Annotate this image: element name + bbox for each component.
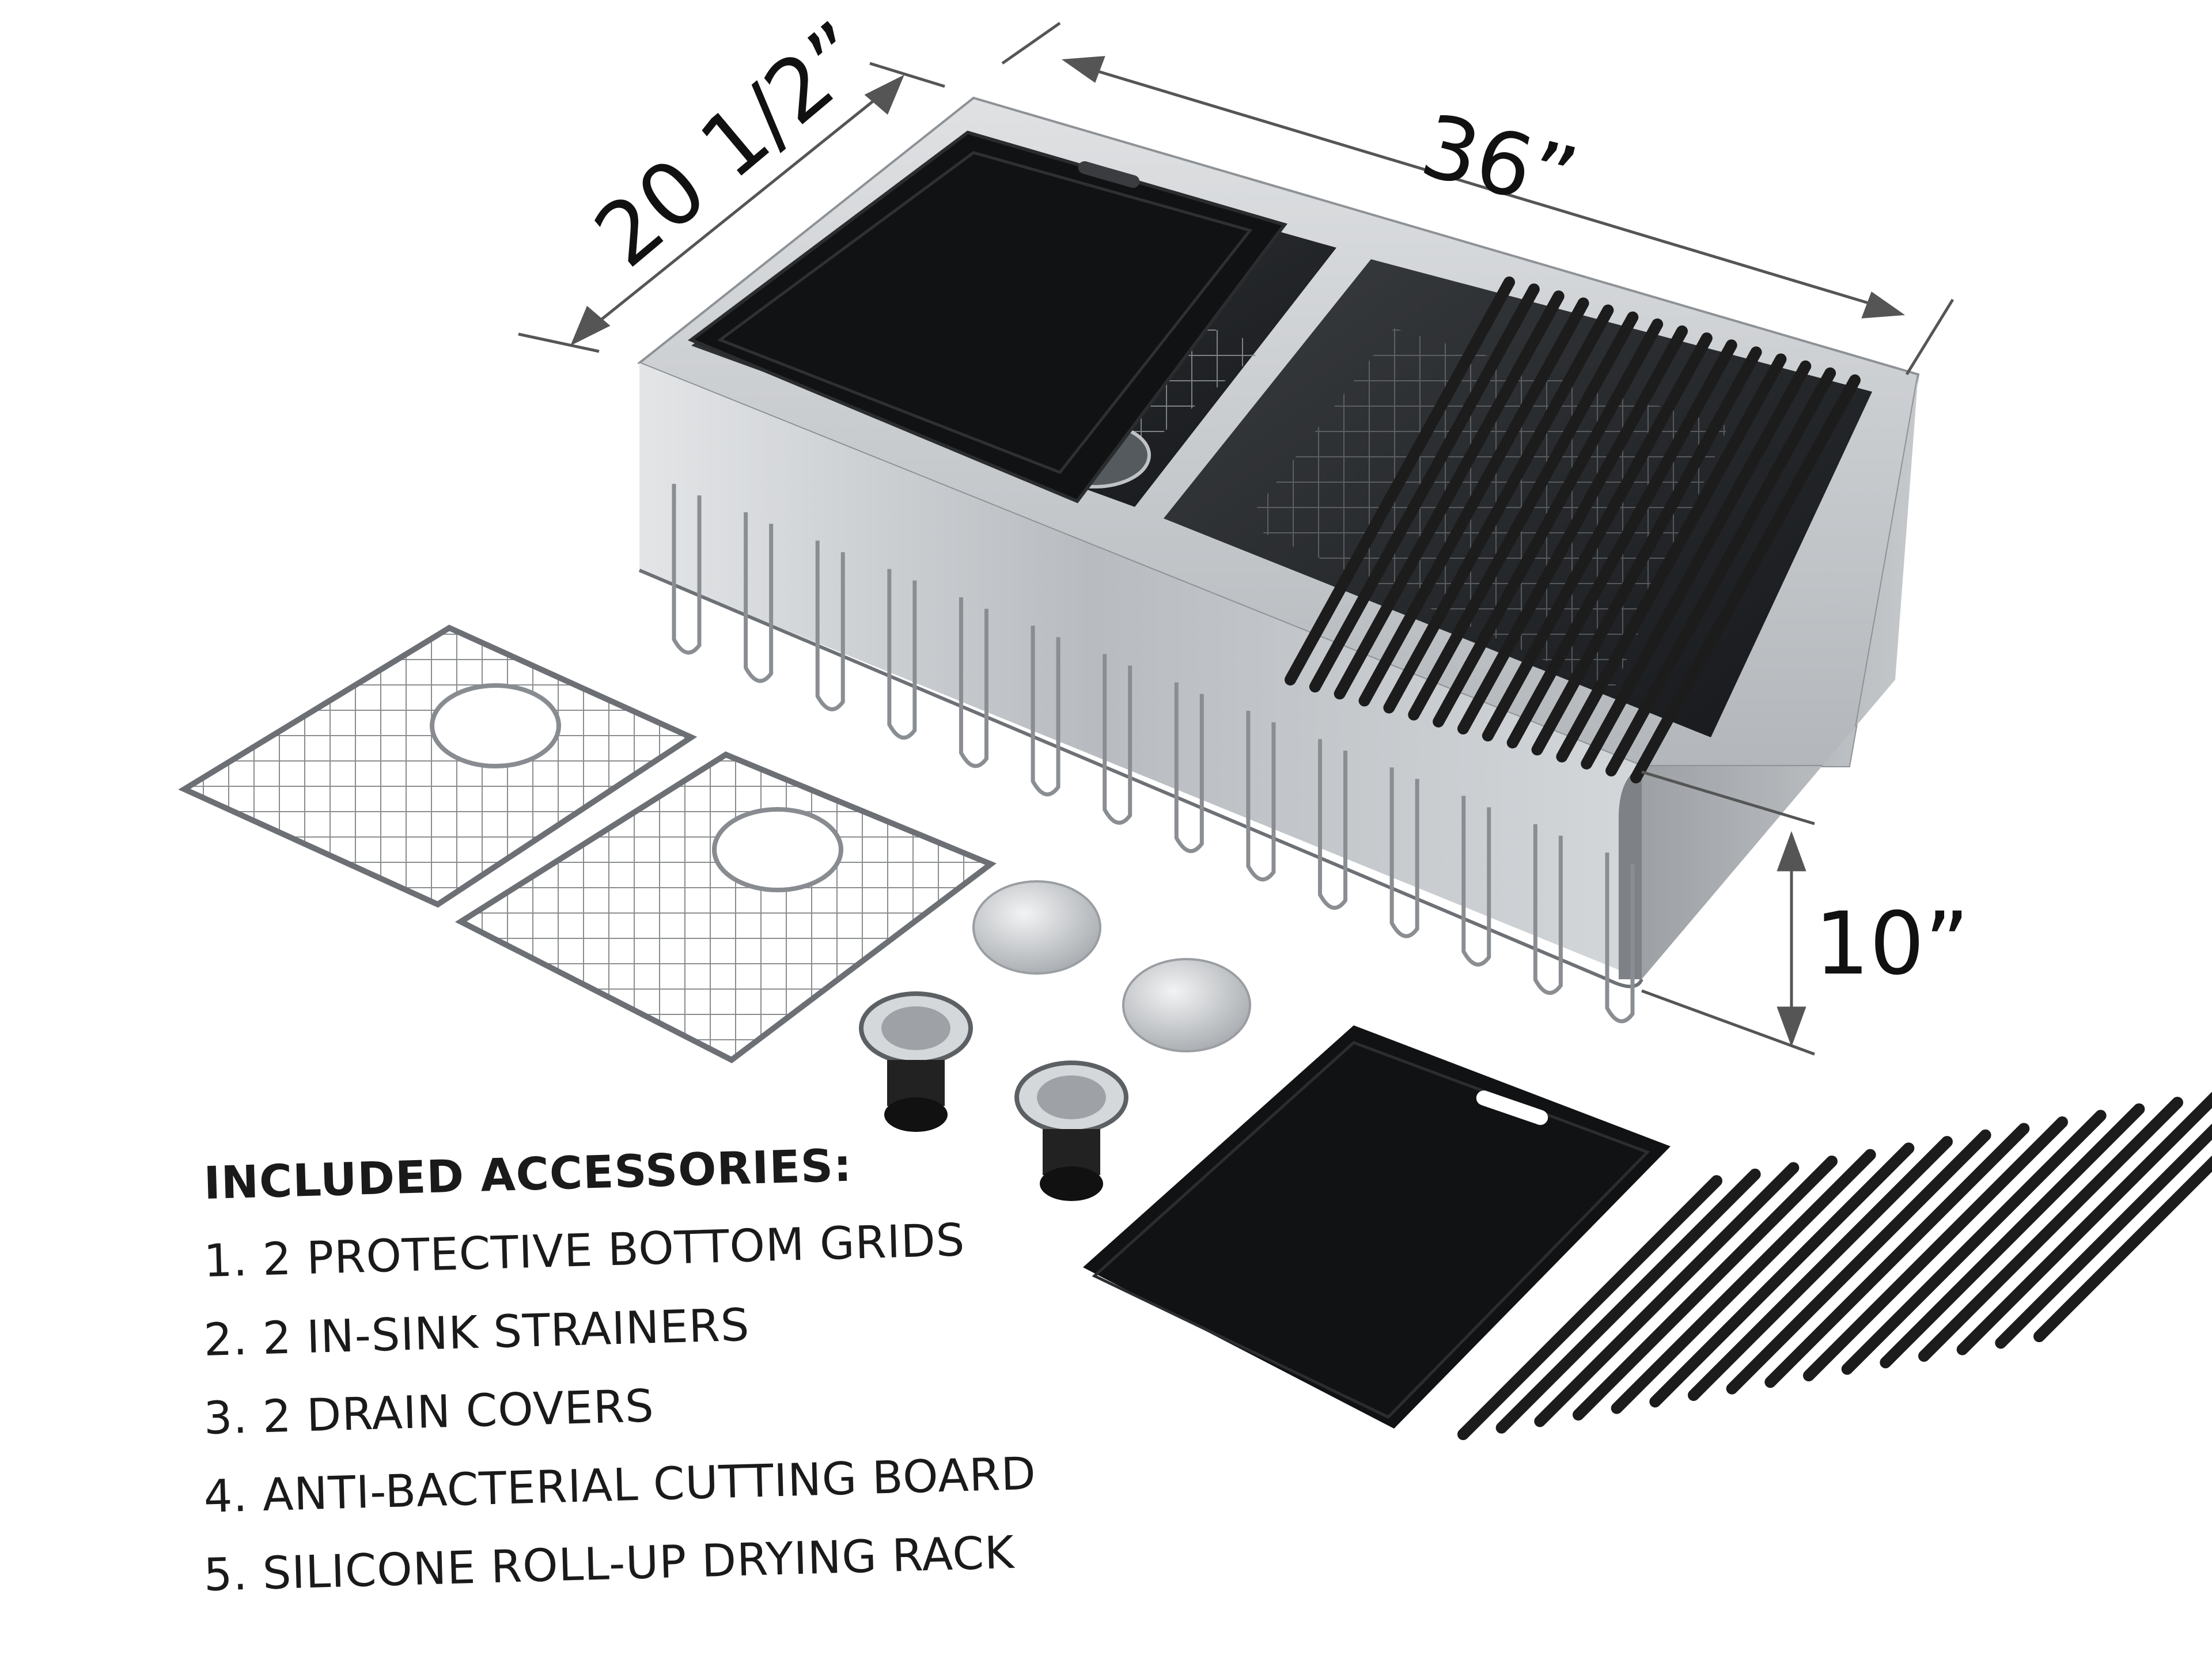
rack-bar: [1649, 1142, 1915, 1408]
apron-flute: [1533, 824, 1563, 995]
apron-flute: [1461, 796, 1491, 967]
rack-bar: [1841, 1109, 2107, 1375]
rack-bar: [1334, 290, 1565, 700]
rack-bar: [1457, 1175, 1722, 1440]
rack-bar: [1764, 1123, 2030, 1388]
drain-cover-1: [972, 880, 1101, 975]
strainer-1: [859, 991, 973, 1132]
rack-bar: [1956, 1092, 2212, 1355]
rack-bar: [1573, 1156, 1838, 1421]
apron-flute: [1246, 710, 1276, 882]
apron-flute: [1103, 654, 1132, 825]
sink-right-side: [1642, 374, 1918, 979]
rack-bar: [1688, 1136, 1953, 1401]
rack-bar: [1285, 276, 1515, 685]
strainer-2: [1014, 1060, 1128, 1201]
rack-bar: [1605, 367, 1836, 777]
rack-bar: [1457, 325, 1688, 734]
apron-flutes: [672, 484, 1635, 1024]
rack-bar: [1408, 311, 1639, 721]
rack-bar: [1556, 353, 1787, 763]
rack-bar: [1534, 1162, 1800, 1427]
rack-bar: [1918, 1097, 2183, 1362]
rack-bar: [2033, 1155, 2212, 1342]
cutting-board: [1083, 1025, 1671, 1429]
dimension-depth-label: 10”: [1815, 894, 1969, 994]
rack-bar: [1630, 374, 1861, 783]
apron-flute: [1174, 682, 1204, 853]
apron-flute: [815, 540, 845, 711]
bottom-grid-1: [178, 624, 698, 908]
rack-bar: [1433, 318, 1664, 728]
dimension-length-label: 36”: [1412, 96, 1586, 230]
apron-flute: [959, 597, 988, 768]
apron-flute: [1031, 626, 1060, 797]
dimension-lines: [518, 21, 1955, 1056]
apron-flute: [1605, 853, 1635, 1024]
rack-bar: [1482, 332, 1713, 742]
rack-bar: [1495, 1168, 1761, 1434]
bottom-grid-2: [454, 751, 997, 1063]
rack-bar: [1581, 360, 1812, 770]
rack-bar: [1803, 1116, 2068, 1381]
rack-bar: [1506, 339, 1737, 749]
drying-rack: [1457, 1092, 2212, 1440]
drain-cover-2: [1122, 958, 1251, 1052]
rack-bar: [1309, 283, 1540, 693]
rack-bar: [1611, 1149, 1876, 1414]
apron-flute: [887, 569, 917, 740]
rack-bar: [1383, 304, 1614, 714]
apron-flute: [1389, 767, 1419, 938]
cutting-board-installed: [688, 130, 1288, 503]
apron-flute: [1318, 739, 1348, 910]
apron-flute: [744, 512, 774, 683]
rack-bar: [1880, 1103, 2145, 1369]
rack-bar: [1531, 346, 1762, 756]
drying-rack-installed: [1285, 276, 1861, 783]
apron-flute: [672, 484, 702, 655]
rack-bar: [1358, 297, 1589, 707]
farmhouse-sink: [637, 96, 1920, 1024]
rack-bar: [1726, 1129, 1991, 1395]
